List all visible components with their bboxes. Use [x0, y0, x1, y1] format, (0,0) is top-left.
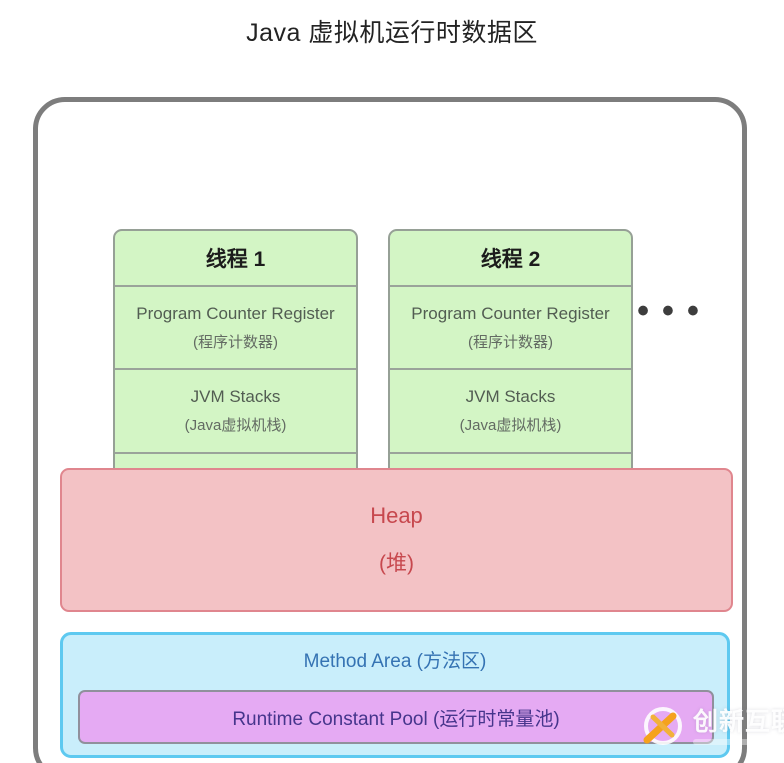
jvm-stacks-label: JVM Stacks — [190, 386, 281, 406]
method-area-label: Method Area (方法区) — [303, 651, 487, 672]
runtime-constant-pool-label: Runtime Constant Pool (运行时常量池) — [232, 708, 560, 730]
jvm-stacks-label: JVM Stacks — [465, 386, 556, 406]
runtime-constant-pool-box: Runtime Constant Pool (运行时常量池) — [78, 690, 714, 744]
jvm-stacks-label-zh: (Java虚拟机栈) — [184, 416, 287, 434]
heap-label-zh: (堆) — [379, 552, 414, 575]
jvm-stacks-label-zh: (Java虚拟机栈) — [459, 416, 562, 434]
thread-1-pc-register: Program Counter Register (程序计数器) — [115, 285, 356, 368]
runtime-data-area-container: 线程 1 Program Counter Register (程序计数器) JV… — [33, 97, 747, 763]
thread-1-title: 线程 1 — [205, 248, 266, 271]
method-area-box: Method Area (方法区) Runtime Constant Pool … — [60, 632, 730, 758]
page-title: Java 虚拟机运行时数据区 — [246, 19, 538, 47]
thread-2-pc-register: Program Counter Register (程序计数器) — [390, 285, 631, 368]
pc-register-label: Program Counter Register — [136, 303, 335, 323]
thread-2-jvm-stacks: JVM Stacks (Java虚拟机栈) — [390, 368, 631, 451]
pc-register-label-zh: (程序计数器) — [468, 333, 553, 351]
pc-register-label-zh: (程序计数器) — [193, 333, 278, 351]
more-threads-ellipsis-icon: ••• — [637, 292, 712, 330]
heap-label: Heap — [370, 503, 423, 528]
thread-2-title: 线程 2 — [480, 248, 541, 271]
pc-register-label: Program Counter Register — [411, 303, 610, 323]
heap-box: Heap (堆) — [60, 468, 733, 612]
thread-1-jvm-stacks: JVM Stacks (Java虚拟机栈) — [115, 368, 356, 451]
